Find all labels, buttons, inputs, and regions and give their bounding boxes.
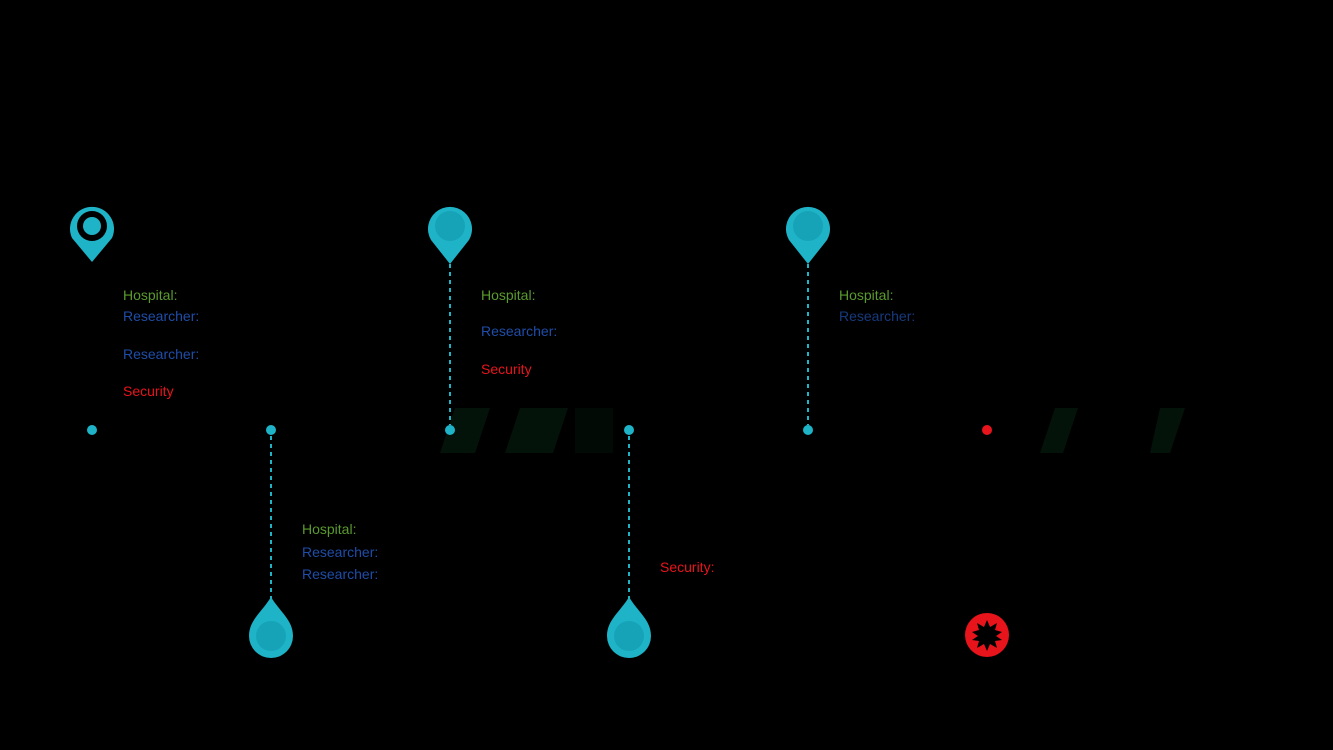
hospital-label: Hospital: — [302, 521, 357, 537]
timeline-stripes — [440, 408, 1185, 453]
researcher-label: Researcher: — [302, 544, 379, 560]
researcher-label: Researcher: — [481, 323, 558, 339]
timeline-event-2 — [249, 425, 293, 658]
timeline-dot — [266, 425, 276, 435]
researcher-label: Researcher: — [839, 308, 916, 324]
timeline-dot-alert — [982, 425, 992, 435]
timeline-dot — [624, 425, 634, 435]
timeline-event-1 — [69, 206, 115, 435]
timeline-event-3 — [427, 206, 472, 435]
timeline-event-4 — [607, 425, 651, 658]
researcher-label: Researcher: — [302, 566, 379, 582]
security-label: Security: — [660, 559, 715, 575]
timeline-dot — [803, 425, 813, 435]
researcher-label: Researcher: — [123, 308, 200, 324]
timeline-event-6 — [965, 425, 1009, 657]
researcher-label: Researcher: — [123, 346, 200, 362]
hospital-label: Hospital: — [123, 287, 178, 303]
timeline-dot — [87, 425, 97, 435]
security-label: Security — [123, 383, 174, 399]
security-label: Security — [481, 361, 532, 377]
timeline-event-5 — [786, 206, 830, 435]
hospital-label: Hospital: — [839, 287, 894, 303]
hospital-label: Hospital: — [481, 287, 536, 303]
timeline-dot — [445, 425, 455, 435]
